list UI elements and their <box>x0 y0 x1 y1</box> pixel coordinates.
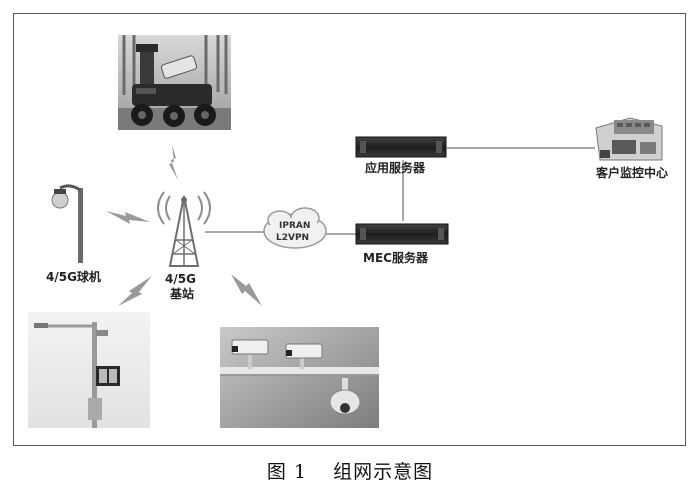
wireless-bolt-street-pole <box>118 276 152 306</box>
base-station-icon <box>157 191 211 267</box>
dome-camera-icon <box>51 184 83 263</box>
wireless-bolt-dome-camera <box>106 211 150 224</box>
ipran-label: IPRAN <box>279 221 310 231</box>
app-server-label: 应用服务器 <box>365 160 426 175</box>
wireless-bolt-robot <box>169 145 178 180</box>
mec-server-icon <box>355 223 449 245</box>
base-station-label-line1: 4/5G <box>165 272 196 286</box>
street-pole-image <box>28 312 150 428</box>
dome-camera-label: 4/5G球机 <box>46 269 101 284</box>
figure-number: 图 1 <box>266 461 308 483</box>
base-station-label-line2: 基站 <box>169 286 194 301</box>
figure-title: 组网示意图 <box>333 461 434 483</box>
gantry-camera-image <box>220 327 379 428</box>
l2vpn-label: L2VPN <box>276 233 309 243</box>
app-server-icon <box>355 136 447 158</box>
monitoring-center-icon <box>595 117 663 161</box>
monitoring-center-label: 客户监控中心 <box>595 165 668 180</box>
wireless-links <box>106 145 262 306</box>
mec-server-label: MEC服务器 <box>363 250 429 265</box>
patrol-robot-image <box>118 35 231 130</box>
wireless-bolt-gantry-camera <box>231 274 262 306</box>
figure-caption: 图 1 组网示意图 <box>0 457 700 484</box>
ipran-cloud-icon <box>263 207 327 249</box>
